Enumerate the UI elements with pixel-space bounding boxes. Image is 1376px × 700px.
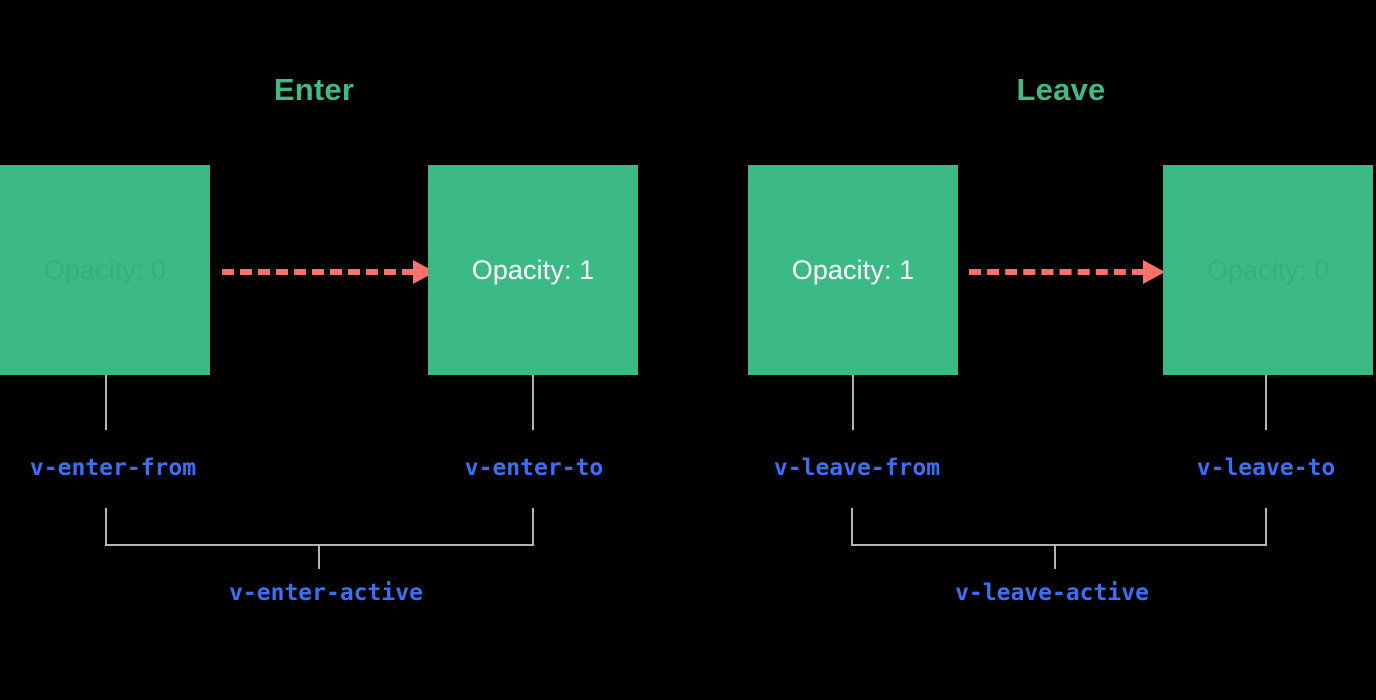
connector-stem-enter-to xyxy=(532,375,534,430)
class-label-v-enter-to: v-enter-to xyxy=(464,455,604,481)
class-label-v-enter-active: v-enter-active xyxy=(229,580,423,606)
connector-stem-enter-active xyxy=(318,545,320,569)
connector-stem-leave-from xyxy=(852,375,854,430)
section-title-enter: Enter xyxy=(273,72,355,107)
class-label-v-enter-from: v-enter-from xyxy=(29,455,197,481)
state-box-label: Opacity: 0 xyxy=(1206,254,1330,285)
arrow-shaft xyxy=(222,269,414,275)
class-label-v-leave-active: v-leave-active xyxy=(955,580,1149,606)
state-box-label: Opacity: 0 xyxy=(43,254,167,285)
section-title-leave: Leave xyxy=(1016,72,1106,107)
state-box-leave-from: Opacity: 1 xyxy=(748,165,958,375)
state-box-label: Opacity: 1 xyxy=(791,254,915,285)
state-box-enter-to: Opacity: 1 xyxy=(428,165,638,375)
bracket-leave-active xyxy=(851,508,1267,546)
class-label-v-leave-to: v-leave-to xyxy=(1196,455,1336,481)
state-box-label: Opacity: 1 xyxy=(471,254,595,285)
arrow-shaft xyxy=(969,269,1144,275)
state-box-leave-to: Opacity: 0 xyxy=(1163,165,1373,375)
state-box-enter-from: Opacity: 0 xyxy=(0,165,210,375)
connector-stem-leave-to xyxy=(1265,375,1267,430)
class-label-v-leave-from: v-leave-from xyxy=(773,455,941,481)
connector-stem-enter-from xyxy=(105,375,107,430)
arrow-head-icon xyxy=(1143,260,1165,284)
transition-arrow-enter xyxy=(222,260,435,284)
transition-arrow-leave xyxy=(969,260,1165,284)
connector-stem-leave-active xyxy=(1054,545,1056,569)
bracket-enter-active xyxy=(105,508,534,546)
